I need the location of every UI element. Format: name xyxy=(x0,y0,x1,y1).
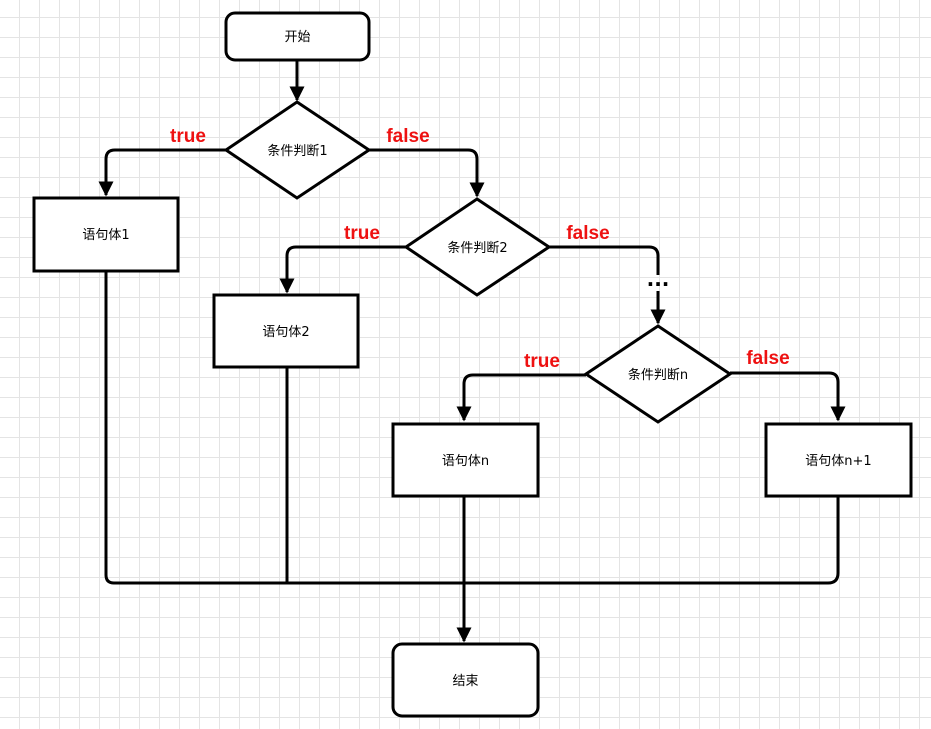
condn-true-label: true xyxy=(524,351,560,372)
statement-n-plus-1-box xyxy=(764,422,913,498)
connector-cond2-true xyxy=(279,245,406,294)
statement-1-box xyxy=(32,196,180,273)
connector-cond2-false xyxy=(549,245,660,275)
statement-n-plus-1-label: 语句体n+1 xyxy=(805,454,871,469)
condition-n-diamond xyxy=(583,324,733,424)
condn-false-label: false xyxy=(746,348,789,369)
condition-2-diamond xyxy=(403,197,552,297)
end-terminal xyxy=(391,642,540,718)
condition-1-diamond xyxy=(223,100,372,200)
start-label: 开始 xyxy=(284,30,310,45)
statement-n-box xyxy=(391,422,540,498)
cond1-true-label: true xyxy=(170,126,206,147)
cond1-false-label: false xyxy=(386,126,429,147)
statement-2-box xyxy=(212,293,360,369)
connector-cond1-true xyxy=(98,148,226,197)
connector-body1-merge xyxy=(104,271,840,585)
cond2-false-label: false xyxy=(566,223,609,244)
start-terminal xyxy=(224,11,371,62)
connector-cond1-false xyxy=(369,148,485,198)
connector-condn-true xyxy=(456,373,586,422)
cond2-true-label: true xyxy=(344,223,380,244)
statement-n-label: 语句体n xyxy=(442,454,489,469)
statement-2-label: 语句体2 xyxy=(262,325,309,340)
end-label: 结束 xyxy=(452,674,478,689)
condition-n-label: 条件判断n xyxy=(628,367,688,383)
ellipsis-label: ... xyxy=(647,267,670,291)
connector-condn-false xyxy=(730,371,846,422)
condition-2-label: 条件判断2 xyxy=(447,240,507,256)
condition-1-label: 条件判断1 xyxy=(267,143,327,159)
statement-1-label: 语句体1 xyxy=(82,228,129,243)
